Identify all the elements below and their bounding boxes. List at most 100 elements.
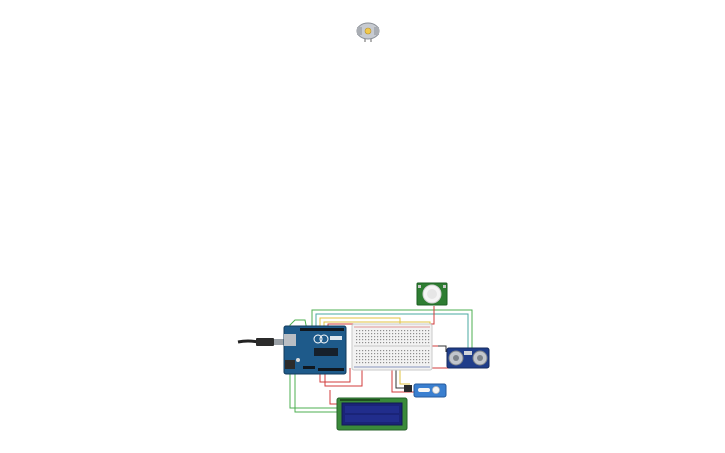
- breadboard-hole: [359, 336, 361, 338]
- breadboard-hole: [383, 350, 385, 352]
- breadboard-hole: [398, 339, 400, 341]
- lcd-display-icon[interactable]: [336, 397, 408, 431]
- breadboard-hole: [395, 336, 397, 338]
- breadboard-hole: [398, 359, 400, 361]
- breadboard-hole: [404, 362, 406, 364]
- breadboard-hole: [404, 359, 406, 361]
- breadboard-hole: [428, 336, 430, 338]
- breadboard-hole: [413, 356, 415, 358]
- breadboard-hole: [428, 330, 430, 332]
- breadboard-hole: [419, 359, 421, 361]
- breadboard-hole: [377, 333, 379, 335]
- breadboard-hole: [395, 356, 397, 358]
- usb-cable-icon[interactable]: [237, 338, 284, 346]
- breadboard-hole: [425, 342, 427, 344]
- breadboard-hole: [374, 333, 376, 335]
- breadboard-hole: [359, 339, 361, 341]
- breadboard-hole: [413, 336, 415, 338]
- breadboard-hole: [389, 353, 391, 355]
- breadboard-hole: [380, 339, 382, 341]
- breadboard-hole: [362, 330, 364, 332]
- breadboard-hole: [398, 342, 400, 344]
- breadboard-hole: [407, 356, 409, 358]
- breadboard-hole: [371, 350, 373, 352]
- breadboard-hole: [392, 330, 394, 332]
- breadboard-hole: [374, 353, 376, 355]
- breadboard-hole: [401, 362, 403, 364]
- breadboard-hole: [425, 356, 427, 358]
- breadboard-hole: [380, 356, 382, 358]
- breadboard-hole: [404, 330, 406, 332]
- breadboard-hole: [365, 350, 367, 352]
- breadboard-hole: [374, 359, 376, 361]
- breadboard-hole: [428, 356, 430, 358]
- breadboard-hole: [356, 342, 358, 344]
- breadboard-hole: [368, 342, 370, 344]
- breadboard-hole: [389, 336, 391, 338]
- breadboard-hole: [356, 353, 358, 355]
- breadboard-hole: [383, 356, 385, 358]
- ultrasonic-sensor-icon[interactable]: [446, 347, 490, 369]
- breadboard-hole: [359, 362, 361, 364]
- breadboard-hole: [419, 333, 421, 335]
- breadboard-hole: [419, 339, 421, 341]
- breadboard-hole: [383, 359, 385, 361]
- breadboard-hole: [422, 350, 424, 352]
- breadboard-hole: [416, 342, 418, 344]
- breadboard-hole: [392, 336, 394, 338]
- breadboard-hole: [386, 350, 388, 352]
- breadboard-hole: [386, 359, 388, 361]
- breadboard-hole: [395, 353, 397, 355]
- servo-icon[interactable]: [404, 383, 447, 398]
- breadboard-hole: [362, 333, 364, 335]
- breadboard-hole: [386, 339, 388, 341]
- breadboard-hole: [356, 336, 358, 338]
- dc-motor-icon[interactable]: [356, 22, 380, 42]
- breadboard-hole: [356, 356, 358, 358]
- breadboard-hole: [407, 342, 409, 344]
- breadboard-hole: [419, 350, 421, 352]
- breadboard-hole: [377, 353, 379, 355]
- breadboard-hole: [371, 330, 373, 332]
- breadboard-hole: [380, 362, 382, 364]
- breadboard-hole: [401, 339, 403, 341]
- breadboard-hole: [407, 333, 409, 335]
- breadboard-hole: [371, 333, 373, 335]
- breadboard-hole: [398, 333, 400, 335]
- breadboard-hole: [359, 330, 361, 332]
- breadboard-hole: [377, 359, 379, 361]
- breadboard-hole: [362, 356, 364, 358]
- breadboard-hole: [392, 342, 394, 344]
- breadboard-hole: [371, 353, 373, 355]
- breadboard-hole: [356, 350, 358, 352]
- breadboard-hole: [389, 342, 391, 344]
- breadboard-hole: [419, 356, 421, 358]
- breadboard-hole: [377, 330, 379, 332]
- breadboard-hole: [362, 353, 364, 355]
- breadboard-hole: [404, 356, 406, 358]
- breadboard-hole: [362, 350, 364, 352]
- breadboard-hole: [386, 333, 388, 335]
- breadboard-hole: [413, 339, 415, 341]
- breadboard-hole: [410, 333, 412, 335]
- breadboard-hole: [425, 333, 427, 335]
- breadboard-hole: [422, 359, 424, 361]
- breadboard-hole: [377, 362, 379, 364]
- breadboard-hole: [428, 362, 430, 364]
- breadboard-hole: [395, 362, 397, 364]
- breadboard-hole: [356, 330, 358, 332]
- breadboard-hole: [365, 353, 367, 355]
- breadboard-hole: [362, 342, 364, 344]
- pir-sensor-icon[interactable]: [416, 282, 448, 306]
- breadboard-hole: [371, 359, 373, 361]
- breadboard-icon[interactable]: [351, 323, 433, 371]
- breadboard-hole: [374, 350, 376, 352]
- breadboard-hole: [392, 362, 394, 364]
- breadboard-hole: [395, 359, 397, 361]
- breadboard-hole: [389, 330, 391, 332]
- breadboard-hole: [359, 333, 361, 335]
- arduino-board-icon[interactable]: [283, 325, 347, 375]
- breadboard-hole: [416, 339, 418, 341]
- breadboard-hole: [359, 353, 361, 355]
